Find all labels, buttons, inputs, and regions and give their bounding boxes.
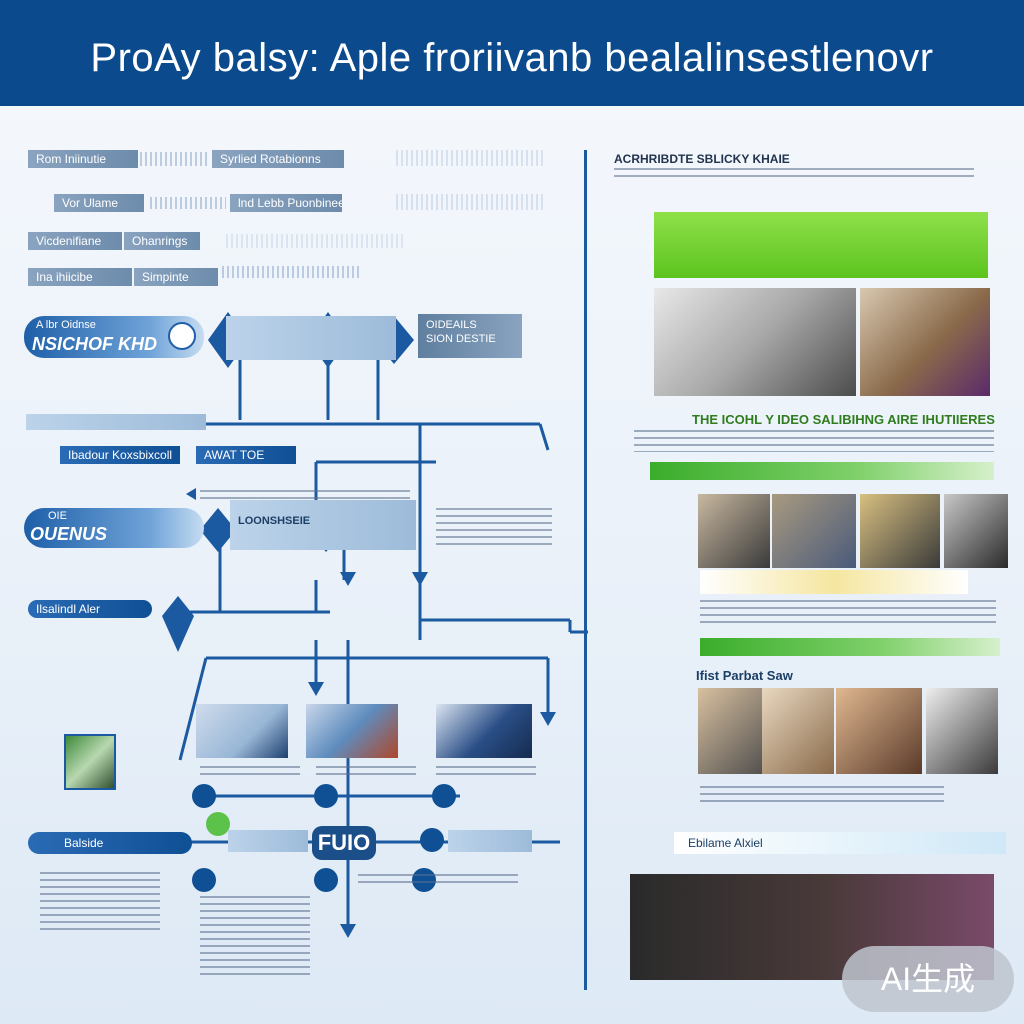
photo-image (698, 688, 772, 774)
list-row-label: Rom Iniinutie (28, 150, 138, 168)
thumbnail-image (436, 704, 532, 758)
node-sub: SION DESTIE (426, 333, 496, 345)
text-lines (200, 896, 310, 976)
process-box: OIDEAILS SION DESTIE (418, 314, 522, 358)
list-row-tag: lnd Lebb Puonbinee (230, 194, 342, 212)
arrow-head (340, 572, 356, 586)
step-circle (432, 784, 456, 808)
hatch-fill (150, 197, 226, 209)
step-circle (420, 828, 444, 852)
photo-image (836, 688, 922, 774)
text-lines (436, 766, 536, 780)
process-box (228, 830, 308, 852)
decision-diamond (200, 508, 236, 552)
arrow-head (308, 682, 324, 696)
thumbnail-image (306, 704, 398, 758)
photo-image (944, 494, 1008, 568)
text-lines (316, 766, 416, 780)
text-lines (200, 766, 300, 780)
node-title: OIE (48, 510, 67, 522)
list-row-label: Vicdenifiane (28, 232, 122, 250)
photo-image (860, 494, 940, 568)
photo-image (698, 494, 770, 568)
text-lines (358, 874, 518, 888)
section-band: Ebilame Alxiel (674, 832, 1006, 854)
section-heading: Ifist Parbat Saw (696, 668, 793, 683)
photo-image (762, 688, 834, 774)
step-circle-green (206, 812, 230, 836)
section-band (700, 638, 1000, 656)
arrow-head (412, 572, 428, 586)
text-lines (634, 430, 994, 452)
node-subtitle: NSICHOF KHD (32, 334, 157, 354)
text-lines (614, 168, 974, 178)
panel-divider (584, 150, 587, 990)
process-node-label: Ilsalindl Aler (28, 600, 152, 618)
text-lines (700, 600, 996, 624)
connector-line (538, 423, 550, 451)
text-lines (436, 508, 552, 548)
avatar-icon (64, 734, 116, 790)
process-box (226, 316, 396, 360)
highlight-strip (700, 570, 968, 594)
step-circle (314, 868, 338, 892)
process-node-label: FUIO (312, 826, 376, 860)
decision-diamond (162, 596, 194, 652)
photo-image (926, 688, 998, 774)
photo-image (772, 494, 856, 568)
home-icon (168, 322, 196, 350)
hatch-fill (396, 194, 546, 210)
node-label: OIDEAILS (426, 319, 477, 331)
section-heading: Ebilame Alxiel (688, 836, 763, 850)
band-label: Ibadour Koxsbixcoll (60, 446, 180, 464)
hero-banner-image (654, 212, 988, 278)
step-circle (314, 784, 338, 808)
section-heading: THE ICOHL Y IDEO SALIBIHNG AIRE IHUTIIER… (692, 412, 995, 427)
photo-image (654, 288, 856, 396)
arrow-head (186, 488, 196, 500)
band-bar (26, 414, 206, 430)
list-row-tag: Ohanrings (124, 232, 200, 250)
page-title: ProAy balsy: Aple froriivanb bealalinses… (90, 36, 934, 80)
hatch-fill (140, 152, 210, 166)
text-lines (40, 872, 160, 930)
list-row-tag: Simpinte (134, 268, 218, 286)
connector-line (178, 657, 208, 761)
step-circle (192, 868, 216, 892)
process-node-label: Balside (28, 832, 192, 854)
list-row-label: Vor Ulame (54, 194, 144, 212)
process-node: OIE OUENUS (24, 508, 204, 548)
text-lines (200, 490, 410, 502)
hatch-fill (226, 234, 406, 248)
process-box: LOONSHSEIE (230, 500, 416, 550)
photo-image (860, 288, 990, 396)
header-banner: ProAy balsy: Aple froriivanb bealalinses… (0, 0, 1024, 106)
node-subtitle: OUENUS (30, 524, 108, 544)
arrow-head (340, 924, 356, 938)
section-band (650, 462, 994, 480)
right-panel-title: ACRHRIBDTE SBLICKY KHAIE (614, 152, 790, 166)
list-row-label: Ina ihiicibe (28, 268, 132, 286)
hatch-fill (222, 266, 362, 278)
process-node: A lbr Oidnse NSICHOF KHD (24, 316, 204, 358)
list-row-tag: Syrlied Rotabionns (212, 150, 344, 168)
thumbnail-image (196, 704, 288, 758)
arrow-head (540, 712, 556, 726)
ai-generated-badge: AI生成 (842, 946, 1014, 1012)
band-tag: AWAT TOE (196, 446, 296, 464)
node-text: LOONSHSEIE (238, 515, 311, 527)
hatch-fill (396, 150, 546, 166)
node-title: A lbr Oidnse (36, 319, 96, 331)
step-circle (192, 784, 216, 808)
process-box (448, 830, 532, 852)
text-lines (700, 786, 944, 804)
